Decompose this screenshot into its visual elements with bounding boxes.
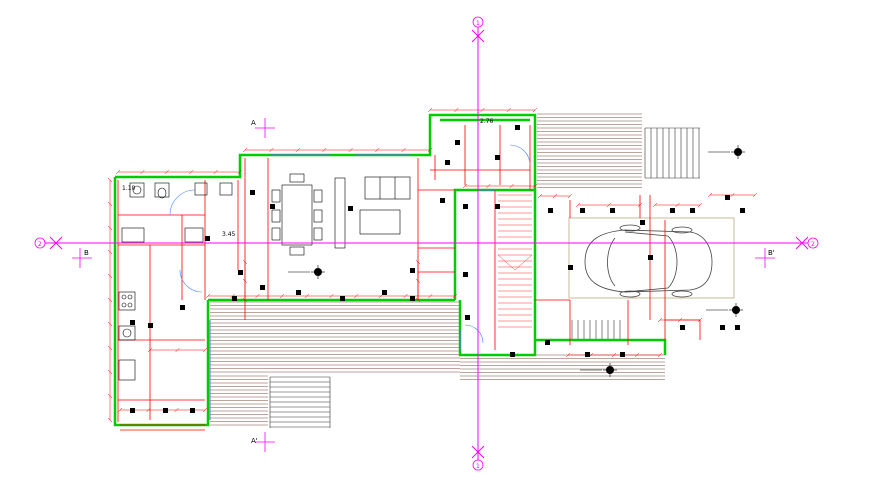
deck-north [537, 113, 642, 188]
dim-label-2: 2.76 [480, 118, 494, 125]
car-icon [584, 224, 713, 298]
level-markers [288, 145, 745, 377]
deck-south [210, 301, 665, 426]
axis-label-top: 1 [476, 20, 480, 27]
dim-label-1: 1.10 [122, 185, 136, 192]
parking-area [568, 217, 735, 299]
axis-bubbles [34, 16, 819, 471]
dining-table [271, 173, 323, 256]
section-a-top: A [251, 119, 256, 127]
exterior-walls [113, 113, 667, 427]
dimension-lines [107, 107, 758, 423]
dim-label-3: 3.45 [222, 231, 236, 238]
axis-lines [42, 20, 818, 462]
section-a-bottom: A' [251, 437, 258, 445]
axis-label-left: 2 [38, 241, 42, 248]
sofa [334, 176, 411, 249]
section-markers [72, 118, 775, 452]
stairs-east [571, 320, 621, 340]
axis-label-bottom: 1 [476, 463, 480, 470]
bathroom-fixtures [121, 182, 233, 243]
section-b-left: B [84, 249, 89, 257]
interior-stair [497, 194, 533, 328]
axis-label-right: 2 [811, 241, 815, 248]
windows [209, 154, 495, 420]
door-swings [169, 144, 531, 344]
section-b-right: B' [768, 249, 775, 257]
stairs-south [269, 376, 331, 428]
stairs-north [644, 127, 700, 179]
interior-walls [117, 125, 701, 431]
kitchen-counter [118, 291, 136, 381]
room-labels [130, 125, 745, 413]
